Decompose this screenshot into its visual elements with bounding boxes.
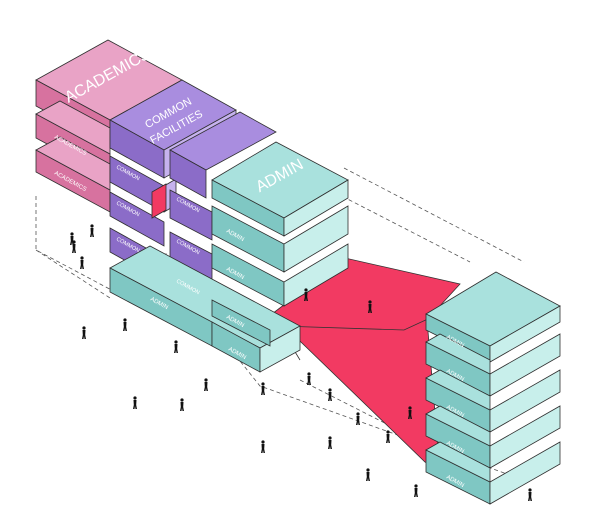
person-icon: [528, 488, 532, 501]
person-icon: [123, 318, 127, 331]
person-icon: [82, 326, 86, 339]
person-icon: [356, 412, 360, 425]
person-icon: [80, 256, 84, 269]
admin-tower: [425, 271, 561, 505]
person-icon: [204, 378, 208, 391]
person-icon: [261, 440, 265, 453]
person-icon: [414, 484, 418, 497]
person-icon: [304, 288, 308, 301]
person-icon: [133, 396, 137, 409]
person-icon: [174, 340, 178, 353]
person-icon: [368, 300, 372, 313]
person-icon: [328, 388, 332, 401]
person-icon: [386, 430, 390, 443]
person-icon: [366, 468, 370, 481]
person-icon: [408, 406, 412, 419]
person-icon: [180, 398, 184, 411]
person-icon: [261, 382, 265, 395]
person-icon: [70, 232, 74, 245]
academics-stack: [35, 39, 183, 213]
person-icon: [90, 224, 94, 237]
person-icon: [307, 372, 311, 385]
person-icon: [328, 436, 332, 449]
admin-central-stack: [109, 141, 349, 373]
people-figures: [70, 224, 532, 501]
